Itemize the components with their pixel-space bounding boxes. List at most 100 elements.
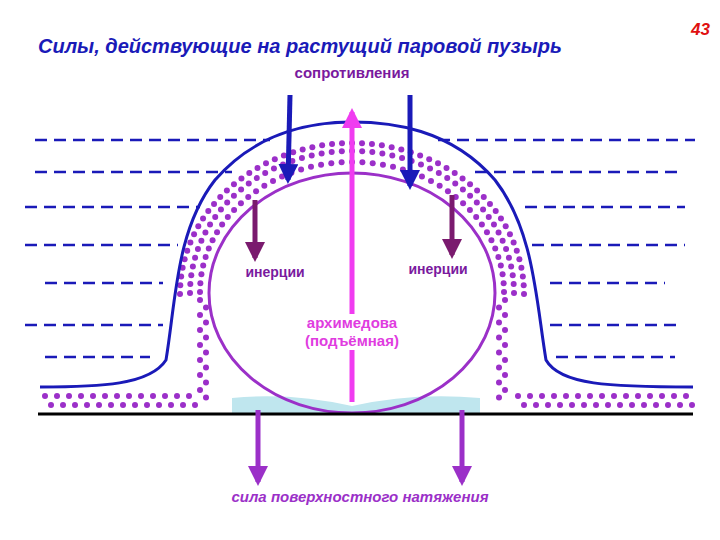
vapor-dot — [263, 160, 269, 166]
vapor-dot — [545, 402, 551, 408]
vapor-dot — [212, 214, 218, 220]
vapor-dot — [635, 393, 641, 399]
vapor-dot — [200, 263, 206, 269]
vapor-dot — [126, 393, 132, 399]
vapor-dot — [203, 350, 209, 356]
vapor-dot — [339, 148, 345, 154]
vapor-dot — [435, 160, 441, 166]
vapor-dot — [496, 395, 502, 401]
vapor-dot — [496, 335, 502, 341]
vapor-dot — [491, 222, 497, 228]
vapor-dot — [231, 207, 237, 213]
vapor-dot — [460, 186, 466, 192]
vapor-dot — [339, 159, 345, 165]
vapor-dot — [186, 393, 192, 399]
vapor-dot — [132, 402, 138, 408]
vapor-dot — [575, 393, 581, 399]
vapor-dot — [389, 144, 395, 150]
vapor-dot — [677, 402, 683, 408]
vapor-dot — [486, 214, 492, 220]
vapor-dot — [195, 223, 201, 229]
vapor-dot — [516, 256, 522, 262]
vapor-dot — [501, 289, 507, 295]
vapor-dot — [319, 142, 325, 148]
vapor-dot — [318, 162, 324, 168]
vapor-dot — [508, 263, 514, 269]
vapor-dot — [262, 170, 268, 176]
vapor-dot — [203, 254, 209, 260]
vapor-dot — [203, 320, 209, 326]
vapor-dot — [665, 402, 671, 408]
vapor-dot — [467, 193, 473, 199]
vapor-dot — [379, 142, 385, 148]
vapor-dot — [197, 280, 203, 286]
vapor-dot — [500, 238, 506, 244]
vapor-dot — [200, 216, 206, 222]
vapor-dot — [120, 402, 126, 408]
vapor-dot — [498, 216, 504, 222]
vapor-dot — [156, 402, 162, 408]
vapor-dot — [484, 229, 490, 235]
vapor-dot — [369, 149, 375, 155]
vapor-dot — [496, 320, 502, 326]
vapor-dot — [445, 188, 451, 194]
force-label: архимедова (подъёмная) — [287, 314, 417, 350]
vapor-dot — [495, 254, 501, 260]
vapor-dot — [623, 393, 629, 399]
vapor-dot — [511, 239, 517, 245]
vapor-dot — [617, 402, 623, 408]
outer-boundary — [40, 122, 693, 387]
vapor-dot — [197, 342, 203, 348]
vapor-dot — [436, 170, 442, 176]
vapor-dot — [488, 237, 494, 243]
vapor-dot — [683, 393, 689, 399]
vapor-dot — [502, 357, 508, 363]
heating-surface — [38, 413, 693, 416]
vapor-dot — [521, 402, 527, 408]
vapor-dot — [359, 148, 365, 154]
vapor-dot — [298, 167, 304, 173]
vapor-dot — [206, 245, 212, 251]
vapor-dot — [520, 273, 526, 279]
vapor-dot — [238, 186, 244, 192]
vapor-dot — [474, 199, 480, 205]
force-label: инерции — [388, 261, 488, 278]
force-label: сила поверхностного натяжения — [180, 488, 540, 506]
vapor-dot — [514, 248, 520, 254]
vapor-dot — [197, 297, 203, 303]
vapor-dot — [197, 312, 203, 318]
vapor-dot — [174, 393, 180, 399]
page-number: 43 — [660, 20, 710, 40]
vapor-dot — [659, 393, 665, 399]
force-label: инерции — [225, 264, 325, 281]
vapor-dot — [329, 149, 335, 155]
vapor-dot — [84, 402, 90, 408]
vapor-dot — [102, 393, 108, 399]
vapor-dot — [231, 193, 237, 199]
vapor-dot — [521, 291, 527, 297]
vapor-dot — [42, 393, 48, 399]
vapor-dot — [150, 393, 156, 399]
vapor-dot — [224, 187, 230, 193]
vapor-dot — [329, 141, 335, 147]
vapor-dot — [418, 162, 424, 168]
drag-arrow — [408, 95, 413, 186]
vapor-dot — [203, 335, 209, 341]
vapor-dot — [197, 372, 203, 378]
vapor-dot — [246, 181, 252, 187]
vapor-dot — [197, 289, 203, 295]
vapor-dot — [511, 290, 517, 296]
vapor-dot — [390, 164, 396, 170]
vapor-dot — [210, 237, 216, 243]
vapor-dot — [214, 229, 220, 235]
vapor-dot — [507, 231, 513, 237]
vapor-dot — [197, 357, 203, 363]
vapor-dot — [533, 402, 539, 408]
vapor-dot — [551, 393, 557, 399]
vapor-dot — [272, 156, 278, 162]
vapor-dot — [254, 175, 260, 181]
vapor-dot — [400, 167, 406, 173]
vapor-dot — [671, 393, 677, 399]
vapor-dot — [563, 393, 569, 399]
